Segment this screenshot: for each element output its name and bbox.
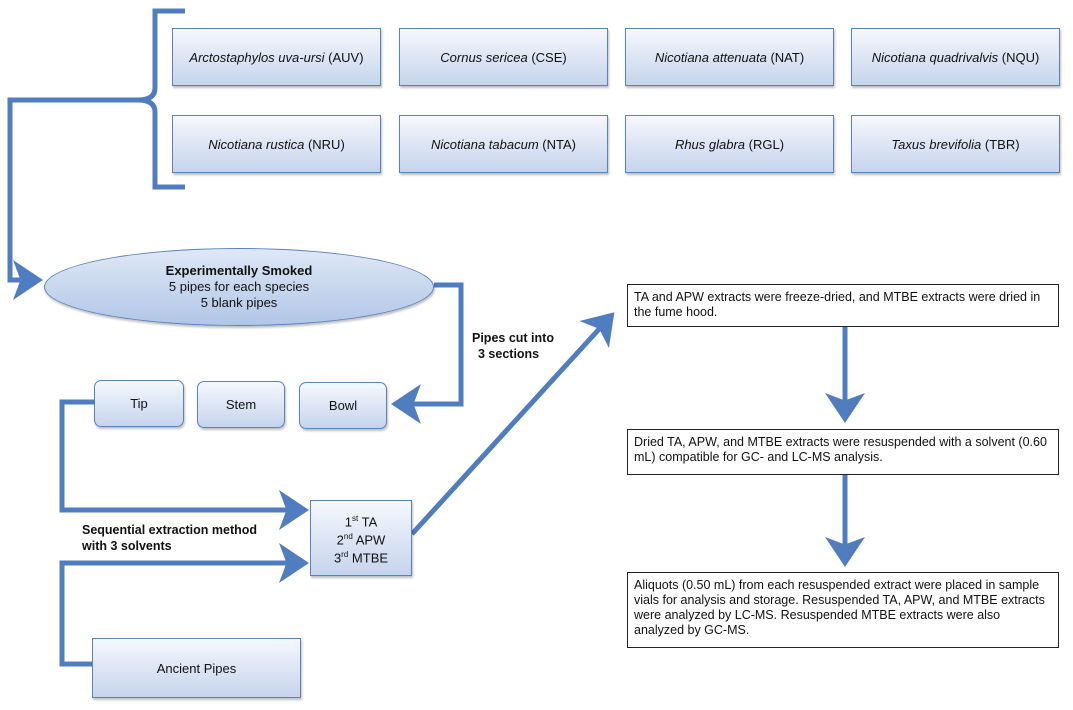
species-code: (NAT) [770,49,805,65]
extraction-line2: with 3 solvents [82,539,172,553]
species-code: (TBR) [984,136,1020,152]
connector-species-to-smoked [7,97,138,300]
step-dry-extracts: TA and APW extracts were freeze-dried, a… [627,284,1059,327]
species-box-nat: Nicotiana attenuata (NAT) [625,28,834,86]
species-box-cse: Cornus sericea (CSE) [399,28,608,86]
extraction-line1: Sequential extraction method [82,523,258,537]
section-bowl-label: Bowl [328,398,358,413]
connector-solvents-to-step1 [410,312,615,536]
solvent-1: 1st TA [344,513,378,529]
species-code: (NQU) [1001,49,1040,65]
species-name: Rhus glabra [674,136,746,152]
step-2-text: Dried TA, APW, and MTBE extracts were re… [634,435,1047,464]
species-code: (AUV) [328,49,364,65]
species-box-auv: Arctostaphylos uva-ursi (AUV) [172,28,381,86]
pipes-cut-line1: Pipes cut into [472,331,554,345]
section-tip-label: Tip [130,396,148,411]
smoked-title: Experimentally Smoked [165,263,313,278]
smoked-line2: 5 blank pipes [200,295,278,310]
section-stem: Stem [197,381,285,428]
species-box-nta: Nicotiana tabacum (NTA) [399,115,608,173]
species-box-tbr: Taxus brevifolia (TBR) [851,115,1060,173]
connector-tip-to-solvents [59,399,309,530]
ancient-pipes-label: Ancient Pipes [156,660,237,676]
species-box-nqu: Nicotiana quadrivalvis (NQU) [851,28,1060,86]
solvent-3: 3rd MTBE [333,550,389,566]
step-3-text: Aliquots (0.50 mL) from each resuspended… [634,578,1045,637]
section-tip: Tip [94,380,184,427]
experimentally-smoked-node: Experimentally Smoked 5 pipes for each s… [44,248,434,326]
species-name: Nicotiana tabacum [431,136,539,152]
pipes-cut-label: Pipes cut into 3 sections [472,330,554,362]
section-stem-label: Stem [225,397,257,412]
step-resuspend: Dried TA, APW, and MTBE extracts were re… [627,429,1059,475]
species-name: Arctostaphylos uva-ursi [189,49,325,65]
pipes-cut-line2: 3 sections [478,347,540,361]
extraction-method-label: Sequential extraction method with 3 solv… [82,522,257,554]
species-code: (CSE) [531,49,567,65]
species-name: Nicotiana attenuata [654,49,767,65]
species-box-rgl: Rhus glabra (RGL) [625,115,834,173]
smoked-line1: 5 pipes for each species [168,279,310,294]
species-code: (RGL) [748,136,785,152]
solvent-2: 2nd APW [336,531,386,548]
species-code: (NRU) [307,136,345,152]
section-bowl: Bowl [299,382,387,429]
species-name: Nicotiana quadrivalvis [871,49,999,65]
step-1-text: TA and APW extracts were freeze-dried, a… [634,290,1041,319]
species-name: Cornus sericea [440,49,528,65]
ancient-pipes-box: Ancient Pipes [92,638,301,698]
species-box-nru: Nicotiana rustica (NRU) [172,115,381,173]
connector-smoked-to-bowl [391,282,464,424]
species-code: (NTA) [542,136,576,152]
step-aliquots-analysis: Aliquots (0.50 mL) from each resuspended… [627,572,1059,648]
species-name: Taxus brevifolia [891,136,982,152]
connector-ancient-to-solvents [59,543,309,667]
solvents-box: 1st TA 2nd APW 3rd MTBE [310,500,412,576]
species-name: Nicotiana rustica [208,136,305,152]
